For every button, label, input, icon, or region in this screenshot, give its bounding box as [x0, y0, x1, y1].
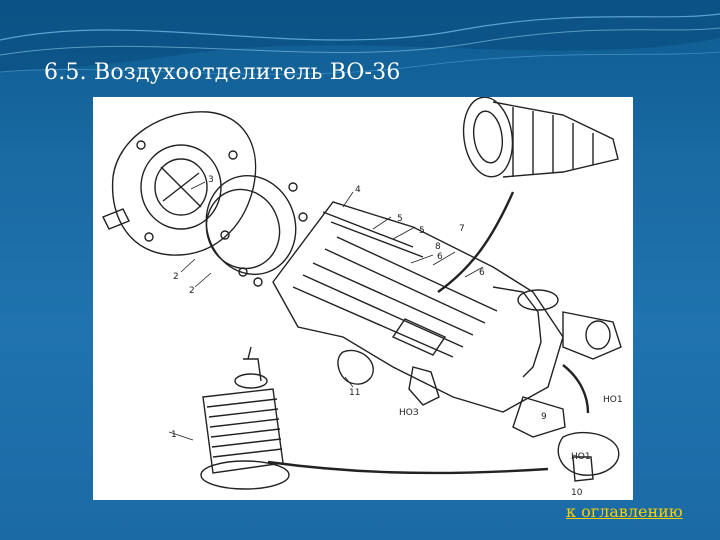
callout-label: 6 [437, 252, 443, 262]
gasket-ring [205, 188, 281, 270]
callout-label: 2 [173, 272, 179, 282]
callout-label: НОЗ [399, 408, 419, 418]
separator-housing [272, 201, 564, 413]
slide-title: 6.5. Воздухоотделитель ВО-36 [44, 60, 401, 85]
callout-label: 3 [208, 175, 214, 185]
callout-label: 5 [397, 214, 403, 224]
callout-label: 5 [419, 226, 425, 236]
callout-label: 2 [189, 286, 195, 296]
callout-label: 6 [479, 268, 485, 278]
callout-labels: 1 2 2 3 4 5 5 6 6 7 8 9 10 11 НОЗ НО1 НО… [171, 175, 623, 498]
callout-label: 1 [171, 430, 177, 440]
table-of-contents-link[interactable]: к оглавлению [566, 502, 683, 521]
callout-label: 11 [349, 388, 360, 398]
header-wave-decoration [0, 0, 720, 75]
callout-label: 9 [541, 412, 547, 422]
engine-fan [462, 97, 514, 178]
air-separator-exploded-view: 1 2 2 3 4 5 5 6 6 7 8 9 10 11 НОЗ НО1 НО… [102, 97, 623, 498]
callout-label: НО1 [603, 395, 623, 405]
callout-label: 10 [571, 488, 583, 498]
callout-label: 4 [355, 185, 361, 195]
callout-label: 7 [459, 224, 465, 234]
mounting-flange [111, 111, 257, 256]
callout-label: НО1 [571, 452, 591, 462]
technical-drawing: 1 2 2 3 4 5 5 6 6 7 8 9 10 11 НОЗ НО1 НО… [93, 97, 633, 500]
callout-label: 8 [435, 242, 441, 252]
